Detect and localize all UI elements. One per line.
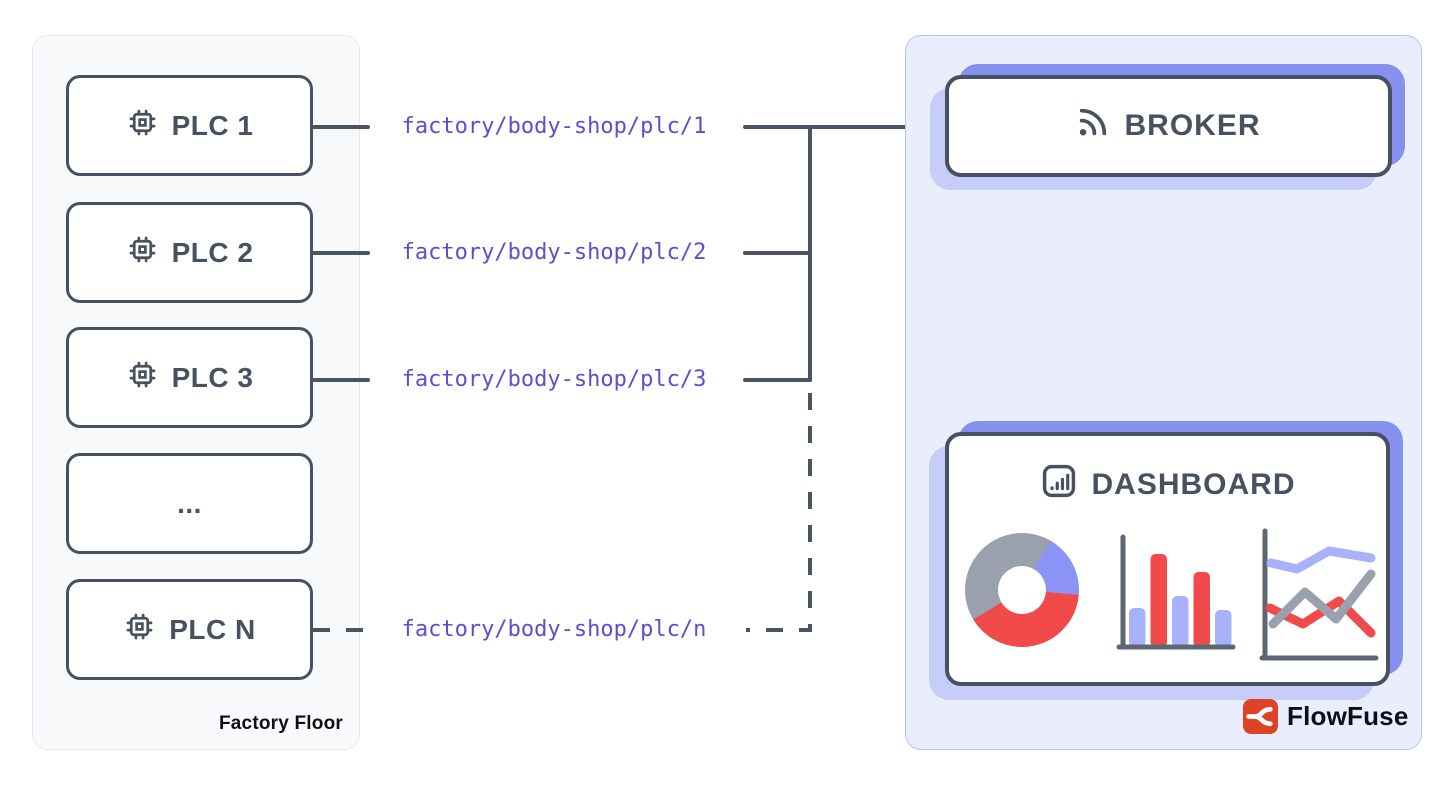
plc-label: PLC 2 (171, 236, 254, 268)
cpu-icon (126, 233, 159, 273)
cpu-icon (123, 610, 156, 650)
broker-label: BROKER (1124, 109, 1261, 142)
topic-label-plc1: factory/body-shop/plc/1 (401, 114, 707, 139)
bar-chart (1116, 534, 1236, 650)
line-chart (1259, 528, 1379, 661)
bar-chart-icon (1040, 462, 1078, 508)
factory-floor-caption: Factory Floor (218, 713, 343, 734)
plc-3-node: PLC 3 (66, 327, 313, 428)
plc-2-node: PLC 2 (66, 202, 313, 303)
donut-chart (965, 533, 1079, 647)
dashboard-title: DASHBOARD (949, 462, 1386, 508)
cpu-icon (126, 106, 159, 146)
plc-label: PLC N (169, 613, 256, 645)
topic-label-plcn: factory/body-shop/plc/n (401, 617, 707, 642)
plc-label: PLC 1 (171, 109, 254, 141)
dashboard-label: DASHBOARD (1091, 468, 1296, 501)
flowfuse-icon (1243, 699, 1278, 734)
dashboard-node: DASHBOARD (945, 432, 1390, 686)
cpu-icon (126, 358, 159, 398)
topic-label-plc2: factory/body-shop/plc/2 (401, 240, 707, 265)
broker-node: BROKER (945, 75, 1392, 177)
plc-label: PLC 3 (171, 361, 254, 393)
ellipsis-label: ... (177, 487, 202, 519)
plc-n-node: PLC N (66, 579, 313, 680)
plc-1-node: PLC 1 (66, 75, 313, 176)
flowfuse-wordmark: FlowFuse (1287, 701, 1409, 731)
rss-icon (1076, 105, 1110, 147)
plc-ellipsis-node: ... (66, 453, 313, 554)
topic-label-plc3: factory/body-shop/plc/3 (401, 367, 707, 392)
flowfuse-logo: FlowFuse (1243, 699, 1409, 734)
